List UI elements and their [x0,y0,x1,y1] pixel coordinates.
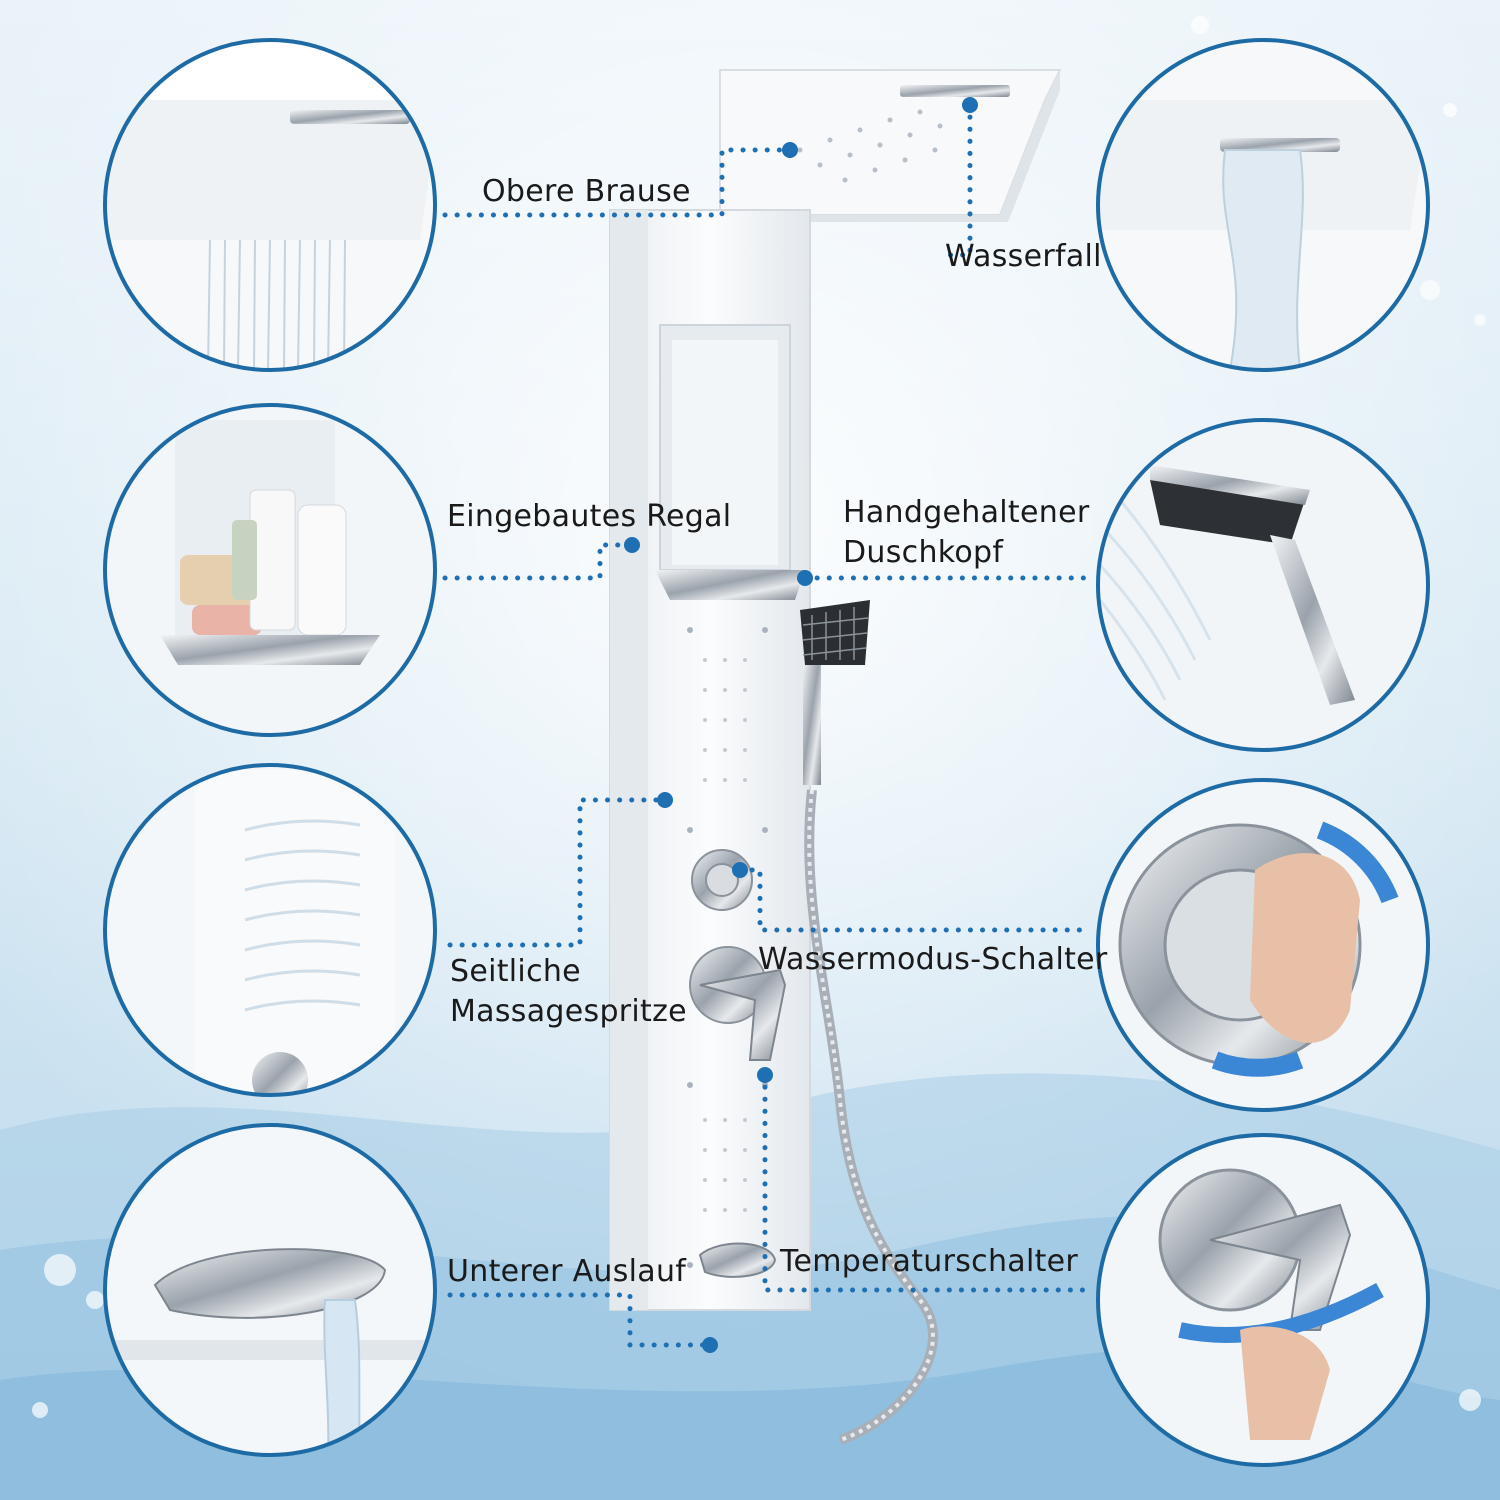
detail-waterfall [1096,38,1430,372]
label-top-shower: Obere Brause [482,174,691,209]
leader-endpoints [624,97,978,1353]
label-temperature-switch: Temperaturschalter [780,1244,1079,1279]
label-side-massage: Seitliche Massagespritze [450,952,687,1032]
detail-handheld-shower [1096,418,1430,752]
detail-bottom-spout [103,1123,437,1457]
label-handheld-shower-line2: Duschkopf [843,535,1004,570]
detail-built-in-shelf [103,403,437,737]
label-mode-switch: Wassermodus-Schalter [758,942,1108,977]
label-waterfall: Wasserfall [945,239,1102,274]
detail-mode-switch [1096,778,1430,1112]
leader-lines [442,102,1095,1348]
label-handheld-shower: Handgehaltener Duschkopf [843,493,1089,573]
detail-top-shower [103,38,437,372]
label-side-massage-line1: Seitliche [450,954,581,989]
label-side-massage-line2: Massagespritze [450,994,687,1029]
label-built-in-shelf: Eingebautes Regal [447,499,732,534]
detail-temperature-switch [1096,1133,1430,1467]
label-handheld-shower-line1: Handgehaltener [843,495,1090,530]
detail-side-massage [103,763,437,1097]
label-bottom-spout: Unterer Auslauf [447,1254,687,1289]
